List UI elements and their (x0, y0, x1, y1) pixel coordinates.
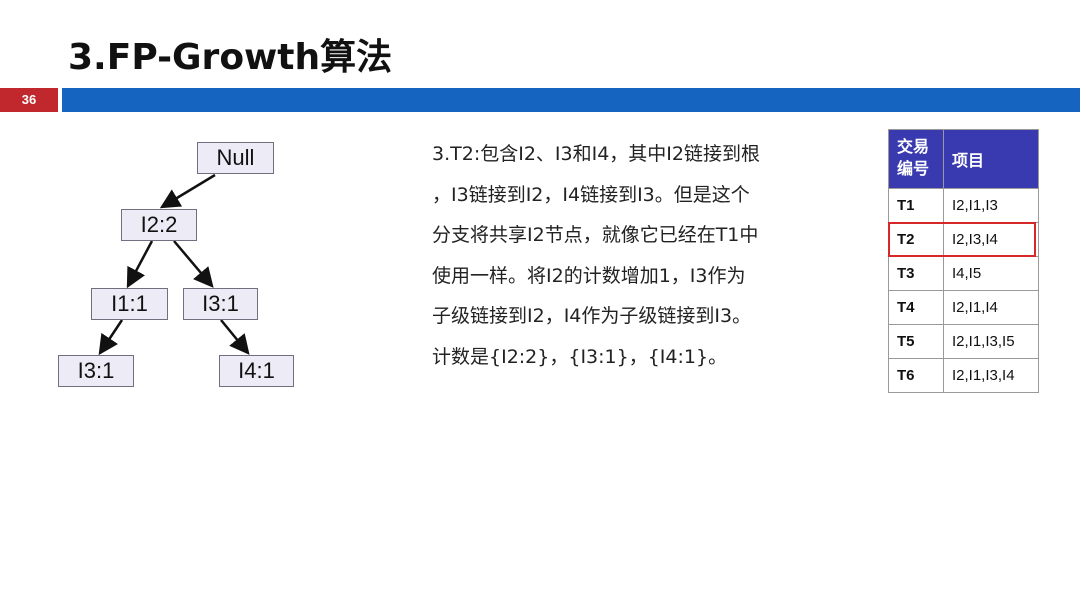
transaction-id: T5 (888, 324, 944, 359)
slide-number-badge: 36 (0, 88, 58, 112)
tree-node-i1: I1:1 (91, 288, 168, 320)
edge-i2-i1 (126, 240, 154, 289)
description-line: 3.T2:包含I2、I3和I4，其中I2链接到根 (432, 143, 760, 165)
edge-i3-i4 (220, 319, 250, 355)
transaction-items: I4,I5 (943, 256, 1039, 291)
edge-i2-i3 (173, 240, 214, 288)
description-line: 分支将共享I2节点，就像它已经在T1中 (432, 224, 759, 246)
header-id-line2: 编号 (897, 161, 930, 178)
tree-node-i3: I3:1 (183, 288, 258, 320)
tree-node-i4-leaf: I4:1 (219, 355, 294, 387)
title-divider-bar (62, 88, 1080, 112)
transaction-id: T4 (888, 290, 944, 325)
transaction-table: 交易 编号 项目 T1 I2,I1,I3 T2 I2,I3,I4 T3 I4,I… (888, 129, 1039, 393)
transaction-items: I2,I1,I3 (943, 188, 1039, 223)
table-row: T4 I2,I1,I4 (888, 290, 1039, 325)
tree-node-null: Null (197, 142, 274, 174)
table-row: T6 I2,I1,I3,I4 (888, 358, 1039, 393)
transaction-id: T1 (888, 188, 944, 223)
transaction-items: I2,I1,I4 (943, 290, 1039, 325)
highlighted-row-frame (888, 222, 1036, 257)
header-transaction-id: 交易 编号 (888, 129, 944, 189)
table-row: T1 I2,I1,I3 (888, 188, 1039, 223)
description-line: 计数是{I2:2}，{I3:1}，{I4:1}。 (432, 345, 728, 368)
transaction-items: I2,I1,I3,I5 (943, 324, 1039, 359)
step-description: 3.T2:包含I2、I3和I4，其中I2链接到根 ，I3链接到I2，I4链接到I… (432, 134, 832, 377)
description-line: 使用一样。将I2的计数增加1，I3作为 (432, 264, 746, 287)
table-row: T3 I4,I5 (888, 256, 1039, 291)
slide-title: 3.FP-Growth算法 (68, 37, 393, 78)
tree-node-i3-leaf: I3:1 (58, 355, 134, 387)
edge-null-i2 (159, 173, 216, 209)
edge-i1-i3 (98, 319, 124, 356)
description-line: 子级链接到I2，I4作为子级链接到I3。 (432, 305, 752, 327)
transaction-id: T6 (888, 358, 944, 393)
tree-node-i2: I2:2 (121, 209, 197, 241)
header-id-line1: 交易 (897, 139, 930, 156)
transaction-items: I2,I1,I3,I4 (943, 358, 1039, 393)
transaction-id: T3 (888, 256, 944, 291)
description-line: ，I3链接到I2，I4链接到I3。但是这个 (432, 183, 750, 206)
table-row: T5 I2,I1,I3,I5 (888, 324, 1039, 359)
header-items: 项目 (943, 129, 1039, 189)
